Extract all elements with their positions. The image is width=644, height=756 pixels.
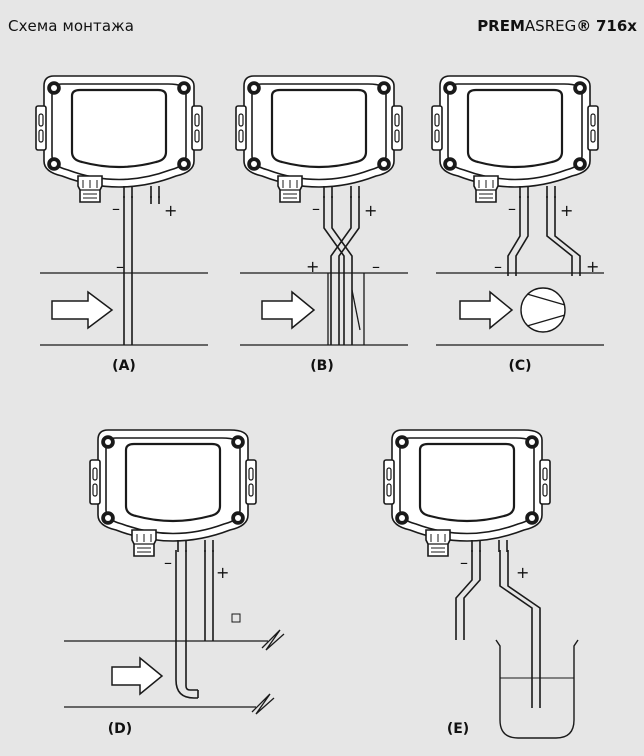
- brand-reg-mark: ®: [576, 17, 592, 35]
- e-minus-sign: –: [460, 553, 468, 572]
- c-minus-sign: –: [508, 199, 516, 218]
- a-pipe-minus: –: [116, 257, 124, 276]
- b-pipe-plus: +: [306, 257, 319, 276]
- d-plus-sign: +: [216, 563, 229, 582]
- a-plus-sign: +: [164, 201, 177, 220]
- c-plus-sign: +: [560, 201, 573, 220]
- diagram-d: – + (D): [64, 428, 285, 737]
- c-pipe-plus: +: [586, 257, 599, 276]
- brand-regular: ASREG: [524, 17, 577, 35]
- a-minus-sign: –: [112, 199, 120, 218]
- c-pipe-minus: –: [494, 257, 502, 276]
- b-pipe-minus: –: [372, 257, 380, 276]
- page-title: Схема монтажа: [8, 17, 135, 35]
- e-plus-sign: +: [516, 563, 529, 582]
- a-label: (A): [112, 358, 136, 374]
- d-label: (D): [108, 721, 132, 737]
- brand-bold: PREM: [477, 17, 525, 35]
- d-minus-sign: –: [164, 553, 172, 572]
- e-label: (E): [447, 721, 469, 737]
- diagram-c: – + – + (C): [430, 74, 604, 374]
- c-label: (C): [508, 358, 531, 374]
- brand-model: PREMASREG® 716x: [477, 17, 637, 35]
- b-plus-sign: +: [364, 201, 377, 220]
- diagram-b: – + + – (B): [234, 74, 408, 374]
- b-label: (B): [310, 358, 333, 374]
- b-minus-sign: –: [312, 199, 320, 218]
- diagram-a: – + – (A): [34, 74, 208, 374]
- diagram-e: – + (E): [382, 428, 579, 739]
- model-number: 716x: [596, 17, 637, 35]
